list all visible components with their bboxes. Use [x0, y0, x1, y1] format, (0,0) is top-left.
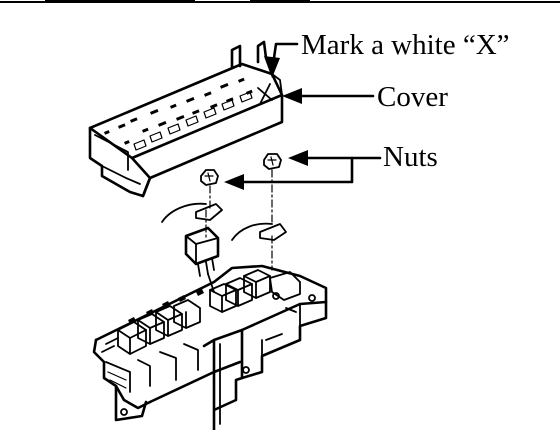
stud-bracket-right	[231, 222, 287, 241]
relay-plug	[184, 226, 220, 293]
label-mark-white-x: Mark a white “X”	[301, 29, 510, 61]
callout-nuts: Nuts	[224, 141, 438, 190]
nut-right	[263, 153, 282, 170]
nut-left	[200, 169, 219, 186]
fuse-box-base-drawing	[92, 264, 328, 432]
callout-mark-x: Mark a white “X”	[264, 29, 510, 78]
stud-bracket-left	[161, 202, 223, 223]
label-cover: Cover	[377, 81, 448, 113]
label-nuts: Nuts	[383, 141, 438, 173]
page-top-rule	[0, 0, 560, 3]
callout-cover: Cover	[282, 81, 448, 113]
cover-drawing	[88, 40, 284, 198]
cover-slot-pattern	[104, 77, 253, 151]
